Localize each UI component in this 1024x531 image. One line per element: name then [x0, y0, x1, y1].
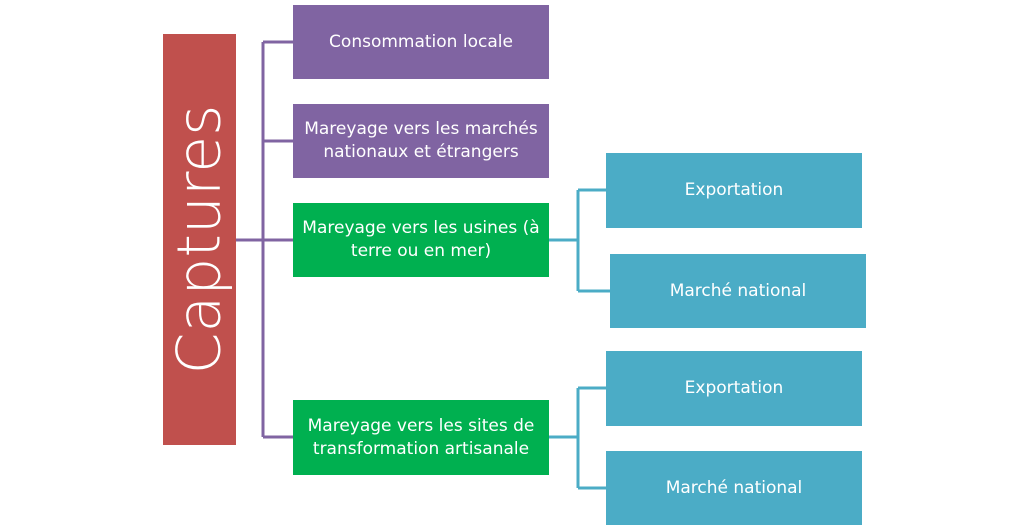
node-mareyage-artisanale: Mareyage vers les sites de transformatio…: [293, 400, 549, 475]
node-consommation-locale: Consommation locale: [293, 5, 549, 79]
node-label: Consommation locale: [329, 31, 513, 52]
node-label: Marché national: [665, 477, 803, 498]
node-artisanale-exportation: Exportation: [606, 351, 862, 426]
node-artisanale-marche-national: Marché national: [606, 451, 862, 525]
node-label: Mareyage vers les marchés nationaux et é…: [304, 119, 538, 162]
node-mareyage-marches: Mareyage vers les marchés nationaux et é…: [293, 104, 549, 178]
root-node-captures: Captures: [163, 34, 236, 445]
root-node-label: Captures: [164, 104, 235, 375]
node-label: Mareyage vers les usines (à terre ou en …: [302, 218, 540, 261]
node-mareyage-usines: Mareyage vers les usines (à terre ou en …: [293, 203, 549, 277]
node-usines-marche-national: Marché national: [610, 254, 866, 328]
usines-connectors: [549, 188, 610, 293]
artisanale-connectors: [549, 386, 606, 490]
node-label: Exportation: [684, 180, 784, 201]
node-label: Mareyage vers les sites de transformatio…: [307, 415, 535, 459]
node-label: Exportation: [684, 378, 784, 399]
node-usines-exportation: Exportation: [606, 153, 862, 228]
node-label: Marché national: [669, 280, 807, 301]
root-connectors: [236, 40, 293, 439]
